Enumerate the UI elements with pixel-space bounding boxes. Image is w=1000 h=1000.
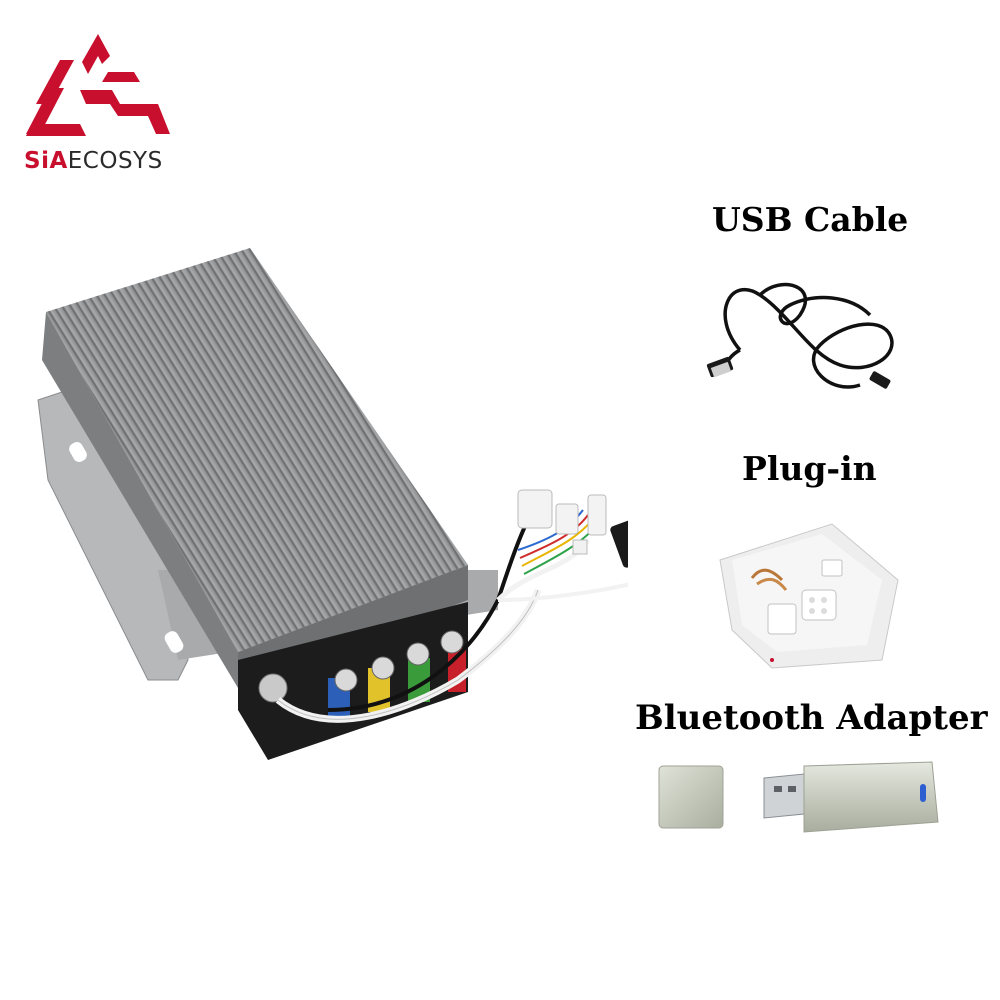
- brand-name: SiAECOSYS: [24, 148, 163, 174]
- usb-cable-title: USB Cable: [712, 200, 909, 239]
- brand-name-part1: SiA: [24, 148, 68, 174]
- plug-in-title: Plug-in: [742, 449, 877, 488]
- connector-bag-image: [719, 523, 899, 669]
- siaecosys-logo-icon: [26, 34, 170, 136]
- usb-cable-image: [706, 282, 894, 389]
- bluetooth-dongle-cap-image: [658, 765, 724, 829]
- bluetooth-adapter-title: Bluetooth Adapter: [635, 698, 988, 738]
- bluetooth-dongle-image: [763, 761, 939, 833]
- brand-name-part2: ECOSYS: [67, 148, 163, 174]
- motor-controller-image: [37, 248, 628, 760]
